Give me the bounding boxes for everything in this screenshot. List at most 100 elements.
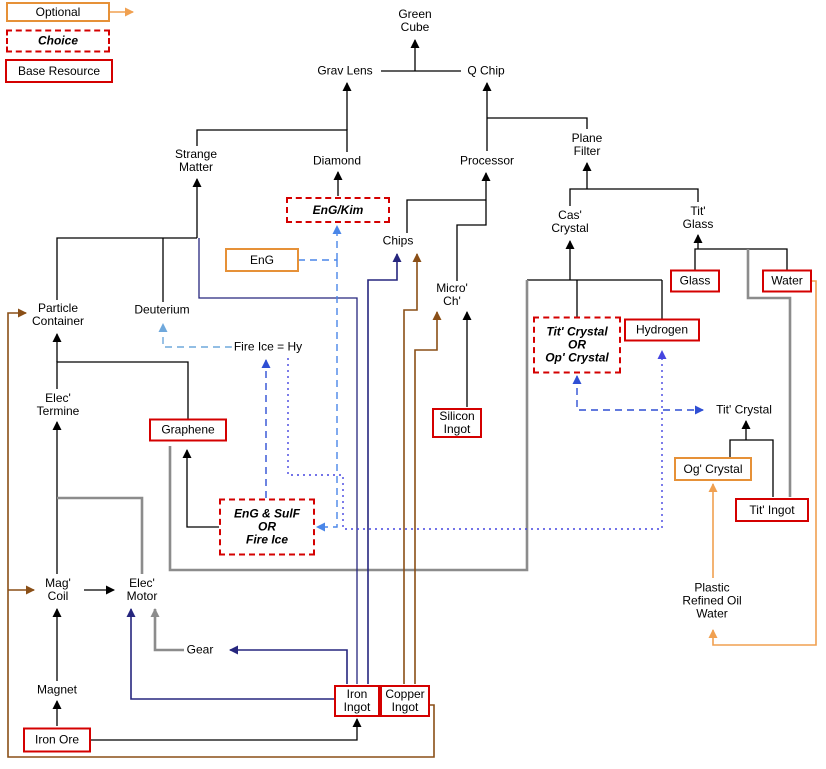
eng-text: EnG (249, 252, 274, 267)
edge-chips-to-processor (406, 199, 486, 233)
eng-sulf-or-fire-ice-text: Fire Ice (245, 532, 289, 547)
cas-crystal-text: Crystal (551, 221, 589, 235)
fire-ice-hy-text: Fire Ice = Hy (233, 339, 303, 354)
grav-lens-text: Grav Lens (317, 63, 373, 78)
cas-crystal-text: Cas' (558, 208, 582, 222)
edge-iron-to-strange (198, 238, 358, 684)
q-chip-text: Q Chip (467, 63, 505, 78)
eng-sulf-or-fire-ice-text: OR (258, 519, 276, 534)
elec-termine-text: Elec' (45, 391, 71, 405)
deuterium-text: Deuterium (134, 302, 190, 317)
edge-water-to-trio (708, 280, 817, 646)
elec-termine-text: Termine (36, 404, 80, 418)
edge-ore-to-ironingot (89, 718, 362, 741)
edge-copper-to-micro (414, 311, 442, 684)
legend-optional-text: Optional (35, 4, 81, 19)
chips-label: Chips (380, 233, 416, 249)
edge-particle-branch (56, 361, 189, 419)
og-crystal-text: Og' Crystal (683, 461, 743, 476)
strange-matter-text: Strange (174, 147, 218, 161)
tit-ingot-text: Tit' Ingot (749, 502, 795, 517)
tit-ingot-box: Tit' Ingot (735, 498, 809, 522)
elec-termine-label: Elec'Termine (34, 391, 82, 419)
edge-iron-to-motor (126, 608, 336, 700)
edge-micro-to-processor (456, 200, 487, 285)
deuterium-label: Deuterium (132, 302, 192, 318)
edge-titglass-branch (694, 248, 788, 270)
green-cube-text: Cube (400, 20, 430, 34)
tit-crystal-or-op-crystal-text: OR (568, 337, 586, 352)
micro-ch-label: Micro'Ch' (434, 281, 470, 309)
plastic-refined-oil-water-text: Refined Oil (682, 593, 742, 608)
diamond-label: Diamond (310, 153, 364, 169)
micro-ch-text: Ch' (443, 294, 461, 308)
edge-eng-to-choice (316, 260, 338, 532)
fire-ice-hy-label: Fire Ice = Hy (231, 339, 305, 355)
edge-titcrystal-link (572, 375, 704, 415)
plane-filter-text: Plane (571, 131, 603, 145)
edge-copper-loop (7, 308, 435, 758)
og-crystal-box: Og' Crystal (674, 457, 752, 481)
glass-box: Glass (670, 269, 720, 293)
cas-crystal-label: Cas'Crystal (549, 208, 591, 236)
tit-crystal-or-op-crystal-text: Tit' Crystal (546, 324, 608, 339)
eng-sulf-or-fire-ice-text: EnG & SulF (234, 506, 300, 521)
green-cube-text: Green (398, 7, 432, 21)
gear-label: Gear (184, 642, 216, 658)
mag-coil-text: Coil (47, 589, 69, 603)
q-chip-label: Q Chip (465, 63, 507, 79)
water-text: Water (771, 273, 803, 288)
edge-iron-to-chips (367, 253, 402, 684)
graphene-text: Graphene (161, 422, 215, 437)
eng-kim-box: EnG/Kim (286, 197, 390, 223)
mag-coil-label: Mag'Coil (43, 576, 73, 604)
edge-titcrystal-branch (729, 439, 774, 497)
mag-coil-text: Mag' (45, 576, 71, 590)
legend-choice-box: Choice (6, 29, 110, 53)
glass-text: Glass (679, 273, 711, 288)
edge-copper-to-chips (403, 253, 422, 684)
edge-graphene-to-cas (168, 280, 529, 572)
iron-ore-text: Iron Ore (34, 732, 79, 747)
strange-matter-text: Matter (178, 160, 213, 174)
elec-motor-text: Elec' (129, 576, 155, 590)
micro-ch-text: Micro' (436, 281, 468, 295)
legend-optional-box: Optional (6, 2, 110, 22)
edge-gravlens-branch (196, 129, 348, 152)
plane-filter-text: Filter (573, 144, 601, 158)
processor-label: Processor (457, 153, 517, 169)
edge-iron-to-gear (229, 645, 348, 684)
legend-base-box: Base Resource (5, 59, 113, 83)
chips-text: Chips (382, 233, 414, 248)
diamond-text: Diamond (312, 153, 362, 168)
particle-container-text: Container (31, 314, 85, 328)
edge-strange-branch (56, 237, 197, 300)
silicon-ingot-text: Silicon (439, 409, 475, 423)
plastic-refined-oil-water-text: Plastic (694, 580, 730, 595)
graphene-box: Graphene (149, 418, 227, 442)
edge-gear-to-motor (150, 608, 184, 652)
edge-fireice-to-deuterium (158, 323, 232, 348)
edge-titingot-to-titglass (746, 249, 792, 497)
copper-ingot-text: Ingot (391, 700, 419, 714)
silicon-ingot-text: Ingot (443, 422, 471, 436)
tit-glass-text: Glass (682, 217, 714, 231)
iron-ingot-text: Iron (346, 687, 368, 701)
gear-text: Gear (186, 642, 214, 657)
elec-motor-label: Elec'Motor (124, 576, 160, 604)
edge-fireice-to-hydrogen (287, 350, 667, 530)
eng-box: EnG (225, 248, 299, 272)
legend-choice-text: Choice (37, 33, 78, 48)
water-box: Water (762, 269, 812, 293)
iron-ingot-text: Ingot (343, 700, 371, 714)
tit-crystal-text: Tit' Crystal (716, 402, 772, 417)
hydrogen-box: Hydrogen (624, 318, 700, 342)
